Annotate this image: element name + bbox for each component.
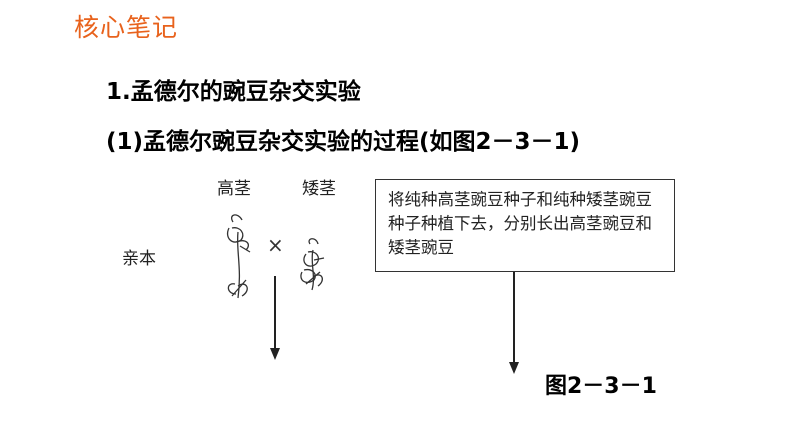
figure-caption: 图2－3－1 xyxy=(545,374,657,399)
section-heading: 1.孟德尔的豌豆杂交实验 xyxy=(106,79,361,105)
parent-label: 亲本 xyxy=(122,249,156,269)
down-arrow-left-icon xyxy=(270,276,280,360)
cross-symbol: × xyxy=(267,233,284,257)
tall-label: 高茎 xyxy=(217,179,251,199)
down-arrow-right-icon xyxy=(509,272,519,374)
procedure-note-box: 将纯种高茎豌豆种子和纯种矮茎豌豆种子种植下去，分别长出高茎豌豆和矮茎豌豆 xyxy=(375,179,675,272)
dwarf-label: 矮茎 xyxy=(302,179,336,199)
section-subheading: (1)孟德尔豌豆杂交实验的过程(如图2－3－1) xyxy=(106,129,581,155)
tall-pea-plant-icon xyxy=(226,214,251,299)
section-header: 核心笔记 xyxy=(74,13,179,42)
dwarf-pea-plant-icon xyxy=(300,238,325,291)
